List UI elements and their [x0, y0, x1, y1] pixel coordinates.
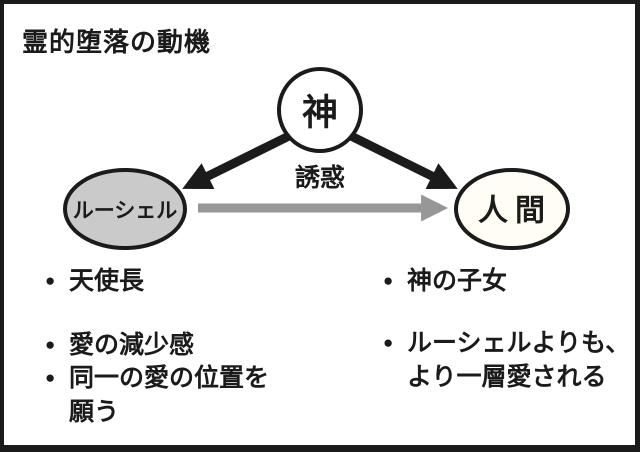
bullet-icon: ● — [45, 335, 56, 354]
temptation-label: 誘惑 — [295, 164, 345, 192]
bullet-archangel: ● 天使長 — [45, 264, 144, 298]
god-node-circle — [277, 67, 363, 153]
bullet-loved-more-than-lucifer: ● ルーシェルよりも、 より一層愛される — [383, 326, 630, 394]
bullet-love-decrease: ● 愛の減少感 — [45, 328, 194, 362]
bullet-text: 願う — [69, 398, 120, 426]
human-node-ellipse — [454, 168, 570, 250]
bullet-gods-children: ● 神の子女 — [383, 264, 507, 298]
page-title: 霊的堕落の動機 — [22, 27, 212, 57]
bullet-icon: ● — [45, 368, 56, 387]
bullet-text: 愛の減少感 — [69, 331, 195, 359]
lucifer-node-label: ルーシェル — [73, 200, 178, 223]
bullet-icon: ● — [383, 271, 394, 290]
human-node-label: 人間 — [478, 195, 552, 228]
god-to-lucifer-arrow — [182, 130, 293, 190]
bullet-text: より一層愛される — [407, 363, 607, 391]
relationship-diagram: 神 ルーシェル 人間 誘惑 — [63, 67, 570, 250]
bullet-same-love-position: ● 同一の愛の位置を 願う — [45, 361, 269, 429]
bullet-text: ルーシェルよりも、 — [407, 329, 631, 357]
bullet-text: 天使長 — [69, 267, 145, 295]
lucifer-node-ellipse — [63, 168, 187, 250]
bullet-text: 同一の愛の位置を — [69, 364, 270, 392]
bullet-icon: ● — [383, 333, 394, 352]
god-node-label: 神 — [302, 92, 338, 133]
bullet-icon: ● — [45, 271, 56, 290]
bullet-text: 神の子女 — [407, 267, 508, 295]
god-to-human-arrow — [347, 130, 458, 190]
